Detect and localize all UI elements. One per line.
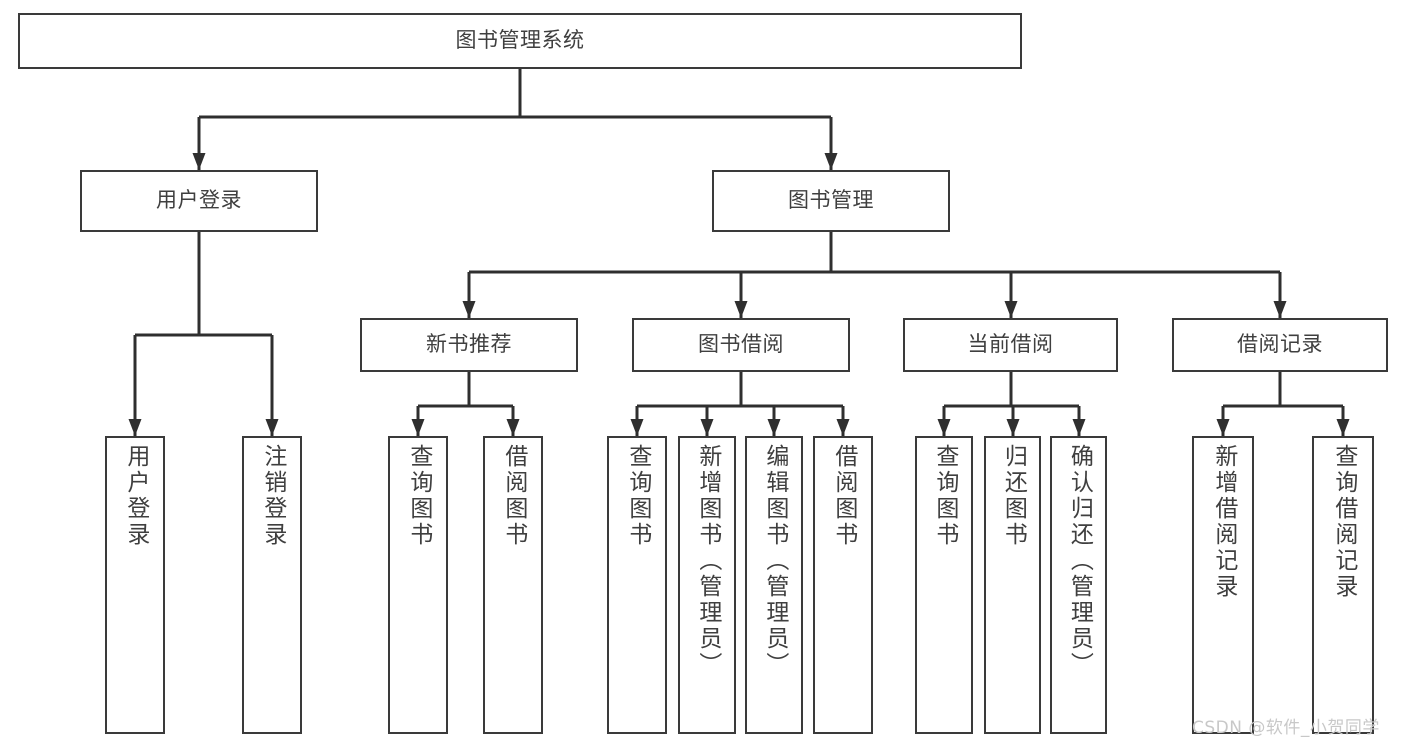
node-label-root: 图书管理系统 [455, 28, 585, 53]
arrowhead-newbook [462, 301, 476, 318]
node-label-n_query: 查询图书 [405, 444, 432, 548]
arrowhead-r_add [1216, 419, 1230, 436]
node-label-c_return: 归还图书 [1000, 444, 1027, 548]
arrowhead-c_return [1006, 419, 1020, 436]
node-label-borrow: 图书借阅 [698, 332, 784, 357]
node-label-l_logout: 注销登录 [259, 444, 286, 548]
arrowhead-n_borrow [506, 419, 520, 436]
arrowhead-record [1273, 301, 1287, 318]
node-label-current: 当前借阅 [967, 332, 1054, 357]
arrowhead-b_add [700, 419, 714, 436]
node-label-l_login: 用户登录 [122, 444, 149, 548]
node-b_lend[interactable]: 借阅图书 [813, 436, 873, 734]
node-b_add[interactable]: 新增图书（管理员） [678, 436, 736, 734]
node-bookmgmt[interactable]: 图书管理 [712, 170, 950, 232]
arrowhead-r_query [1336, 419, 1350, 436]
node-label-login: 用户登录 [156, 188, 242, 213]
node-label-r_query: 查询借阅记录 [1330, 444, 1357, 600]
arrowhead-borrow [734, 301, 748, 318]
node-label-b_edit: 编辑图书（管理员） [761, 444, 788, 678]
node-r_query[interactable]: 查询借阅记录 [1312, 436, 1374, 734]
node-c_query[interactable]: 查询图书 [915, 436, 973, 734]
arrowhead-login [192, 153, 206, 170]
node-label-newbook: 新书推荐 [426, 332, 512, 357]
arrowhead-c_query [937, 419, 951, 436]
arrowhead-b_edit [767, 419, 781, 436]
arrowhead-b_query [630, 419, 644, 436]
node-b_edit[interactable]: 编辑图书（管理员） [745, 436, 803, 734]
node-l_logout[interactable]: 注销登录 [242, 436, 302, 734]
node-n_query[interactable]: 查询图书 [388, 436, 448, 734]
node-root[interactable]: 图书管理系统 [18, 13, 1022, 69]
arrowhead-n_query [411, 419, 425, 436]
node-label-b_query: 查询图书 [624, 444, 651, 548]
node-newbook[interactable]: 新书推荐 [360, 318, 578, 372]
node-n_borrow[interactable]: 借阅图书 [483, 436, 543, 734]
node-current[interactable]: 当前借阅 [903, 318, 1118, 372]
arrowhead-current [1004, 301, 1018, 318]
arrowhead-l_login [128, 419, 142, 436]
node-label-c_query: 查询图书 [931, 444, 958, 548]
arrowhead-bookmgmt [824, 153, 838, 170]
node-login[interactable]: 用户登录 [80, 170, 318, 232]
arrowhead-b_lend [836, 419, 850, 436]
node-c_confirm[interactable]: 确认归还（管理员） [1050, 436, 1107, 734]
node-label-b_lend: 借阅图书 [830, 444, 857, 548]
node-c_return[interactable]: 归还图书 [984, 436, 1041, 734]
node-r_add[interactable]: 新增借阅记录 [1192, 436, 1254, 734]
node-label-r_add: 新增借阅记录 [1210, 444, 1237, 600]
node-label-c_confirm: 确认归还（管理员） [1066, 444, 1093, 678]
node-b_query[interactable]: 查询图书 [607, 436, 667, 734]
node-label-bookmgmt: 图书管理 [788, 188, 874, 213]
arrowhead-c_confirm [1072, 419, 1086, 436]
node-label-n_borrow: 借阅图书 [500, 444, 527, 548]
node-l_login[interactable]: 用户登录 [105, 436, 165, 734]
node-borrow[interactable]: 图书借阅 [632, 318, 850, 372]
node-record[interactable]: 借阅记录 [1172, 318, 1388, 372]
arrowhead-l_logout [265, 419, 279, 436]
node-label-b_add: 新增图书（管理员） [694, 444, 721, 678]
watermark-label: CSDN @软件_小贺同学 [1192, 718, 1380, 738]
node-label-record: 借阅记录 [1237, 332, 1323, 357]
